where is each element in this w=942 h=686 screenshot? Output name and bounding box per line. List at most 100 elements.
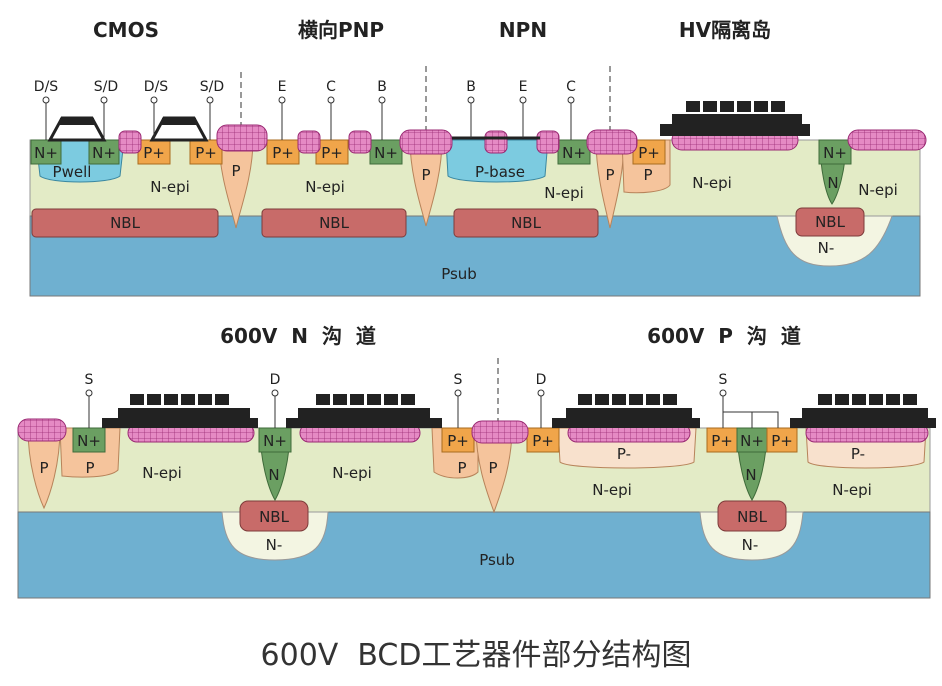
terminal-label: E (278, 79, 287, 95)
region-label: N+ (823, 144, 847, 162)
top-structure: CMOS 横向PNP NPN HV隔离岛 (29, 18, 927, 297)
region-label: P+ (638, 144, 660, 162)
region-label: P (605, 166, 614, 184)
nbl-region (453, 208, 599, 238)
region-label: Psub (479, 551, 515, 569)
terminal-label: S (85, 372, 94, 388)
region-label: N+ (34, 144, 58, 162)
terminals (85, 389, 779, 428)
nbl-region (717, 500, 787, 532)
region-label: P- (851, 445, 865, 463)
poly-plate (216, 124, 268, 152)
region-label: N-epi (544, 184, 584, 202)
poly-plate (118, 130, 142, 154)
n-plus-contact (369, 139, 403, 165)
p-plus-contact (766, 427, 798, 453)
region-label: P+ (321, 144, 343, 162)
region-label: P (421, 166, 430, 184)
header-hv-island: HV隔离岛 (679, 18, 771, 42)
region-label: P+ (272, 144, 294, 162)
nbl-region (261, 208, 407, 238)
region-label: NBL (737, 508, 768, 526)
n-plus-contact (88, 139, 120, 165)
region-label: N-epi (832, 481, 872, 499)
region-label: P+ (771, 432, 793, 450)
poly-plate (536, 130, 560, 154)
region-label: NBL (815, 213, 846, 231)
region-label: P+ (711, 432, 733, 450)
terminal-label: S (719, 372, 728, 388)
poly-plate (297, 130, 321, 154)
region-label: N+ (562, 144, 586, 162)
region-label: N-epi (692, 174, 732, 192)
terminal-label: D/S (34, 79, 58, 95)
p-plus-contact (266, 139, 300, 165)
n-plus-contact (30, 139, 62, 165)
p-plus-contact (632, 139, 666, 165)
region-label: P (643, 166, 652, 184)
region-label: N- (818, 239, 835, 257)
region-label: N-epi (305, 178, 345, 196)
metal-field-plates (660, 101, 810, 136)
region-label: P+ (532, 432, 554, 450)
p-base-region (445, 139, 549, 183)
poly-plate (399, 129, 453, 155)
region-label: Psub (441, 265, 477, 283)
p-isolation (409, 139, 443, 227)
region-label: N-epi (332, 464, 372, 482)
region-label: N+ (92, 144, 116, 162)
poly-plate (17, 418, 67, 442)
p-plus-contact (315, 139, 349, 165)
region-label: P (85, 459, 94, 477)
figure-caption: 600V BCD工艺器件部分结构图 (261, 638, 692, 673)
nbl-region (795, 207, 865, 237)
poly-plate (484, 130, 508, 154)
region-label: N+ (77, 432, 101, 450)
region-label: N (745, 466, 756, 484)
gate (60, 118, 94, 125)
terminal-label: E (519, 79, 528, 95)
region-label: N+ (263, 432, 287, 450)
region-label: NBL (319, 214, 350, 232)
region-label: N (827, 174, 838, 192)
region-label: P+ (447, 432, 469, 450)
n-plus-contact (72, 427, 106, 453)
region-label: N-epi (858, 181, 898, 199)
terminal-label: C (326, 79, 336, 95)
region-label: N- (266, 536, 283, 554)
poly-field-plate (847, 129, 927, 151)
region-label: P (488, 459, 497, 477)
region-label: N-epi (592, 481, 632, 499)
region-label: P- (617, 445, 631, 463)
nbl-region (239, 500, 309, 532)
terminals (42, 96, 575, 140)
region-label: P-base (475, 163, 525, 181)
region-label: N-epi (142, 464, 182, 482)
nbl-region (31, 208, 219, 238)
region-label: P (39, 459, 48, 477)
p-isolation (475, 427, 513, 514)
region-label: N+ (740, 432, 764, 450)
terminal-label: S/D (94, 79, 118, 95)
bottom-structure: 600V N 沟 道 600V P 沟 道 (17, 324, 936, 599)
terminal-label: S/D (200, 79, 224, 95)
terminal-label: S (454, 372, 463, 388)
region-label: P (231, 162, 240, 180)
p-isolation (218, 139, 254, 229)
gate (162, 118, 196, 125)
region-label: P (457, 459, 466, 477)
header-600v-n-channel: 600V N 沟 道 (220, 324, 376, 348)
region-label: N- (742, 536, 759, 554)
p-plus-contact (189, 139, 223, 165)
region-label: Pwell (53, 163, 92, 181)
header-npn: NPN (499, 18, 547, 42)
p-isolation (27, 427, 61, 510)
header-600v-p-channel: 600V P 沟 道 (647, 324, 801, 348)
region-label: NBL (511, 214, 542, 232)
p-plus-contact (526, 427, 560, 453)
region-label: P+ (195, 144, 217, 162)
header-lateral-pnp: 横向PNP (298, 18, 384, 42)
region-label: N+ (374, 144, 398, 162)
poly-plate (586, 129, 638, 155)
